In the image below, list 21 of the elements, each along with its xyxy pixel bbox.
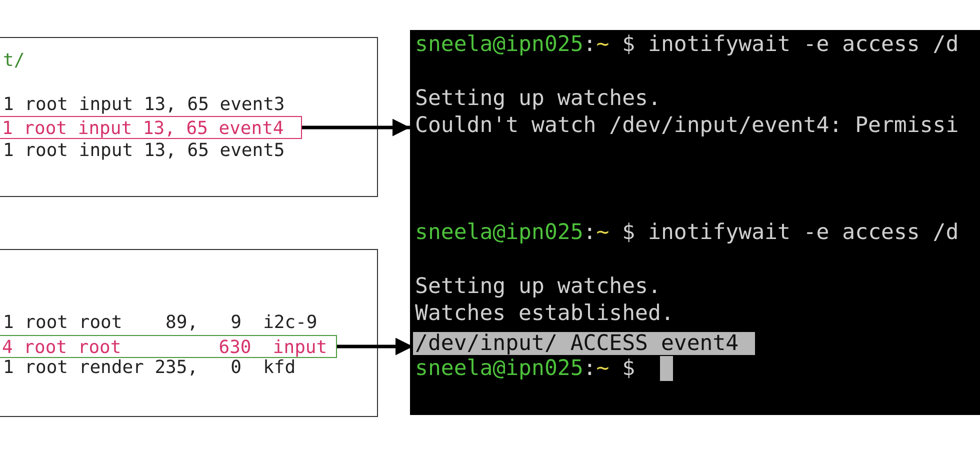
file-listing-line: 1 root root 89, 9 i2c-9 [3,314,318,332]
command-prompt-line: sneela@ipn025:~ $ [415,358,636,380]
command-prompt-line: sneela@ipn025:~ $ inotifywait -e access /d [415,222,959,244]
file-listing-line: 1 root input 13, 65 event3 [3,96,285,114]
highlighted-text: /dev/input/ ACCESS event4 [415,333,739,354]
terminal-output-line: Watches established. [415,303,674,324]
listing-panel [0,249,378,417]
arrow [302,118,410,136]
file-listing-line: 1 root input 13, 65 event5 [3,142,285,160]
command-prompt-line: sneela@ipn025:~ $ inotifywait -e access /d [415,34,959,56]
terminal-window [410,30,980,415]
highlighted-text: 1 root input 13, 65 event4 [2,120,284,138]
terminal-output-line: Couldn't watch /dev/input/event4: Permissi [415,115,959,136]
terminal-output-line: Setting up watches. [415,276,661,298]
file-listing-line: t/ [3,52,25,70]
listing-panel [0,37,378,197]
file-listing-line: 1 root render 235, 0 kfd [3,359,296,377]
terminal-output-line: Setting up watches. [415,88,661,110]
highlighted-text: 4 root root 630 input [2,339,328,357]
highlight-row [0,335,337,358]
highlight-row [0,116,302,139]
